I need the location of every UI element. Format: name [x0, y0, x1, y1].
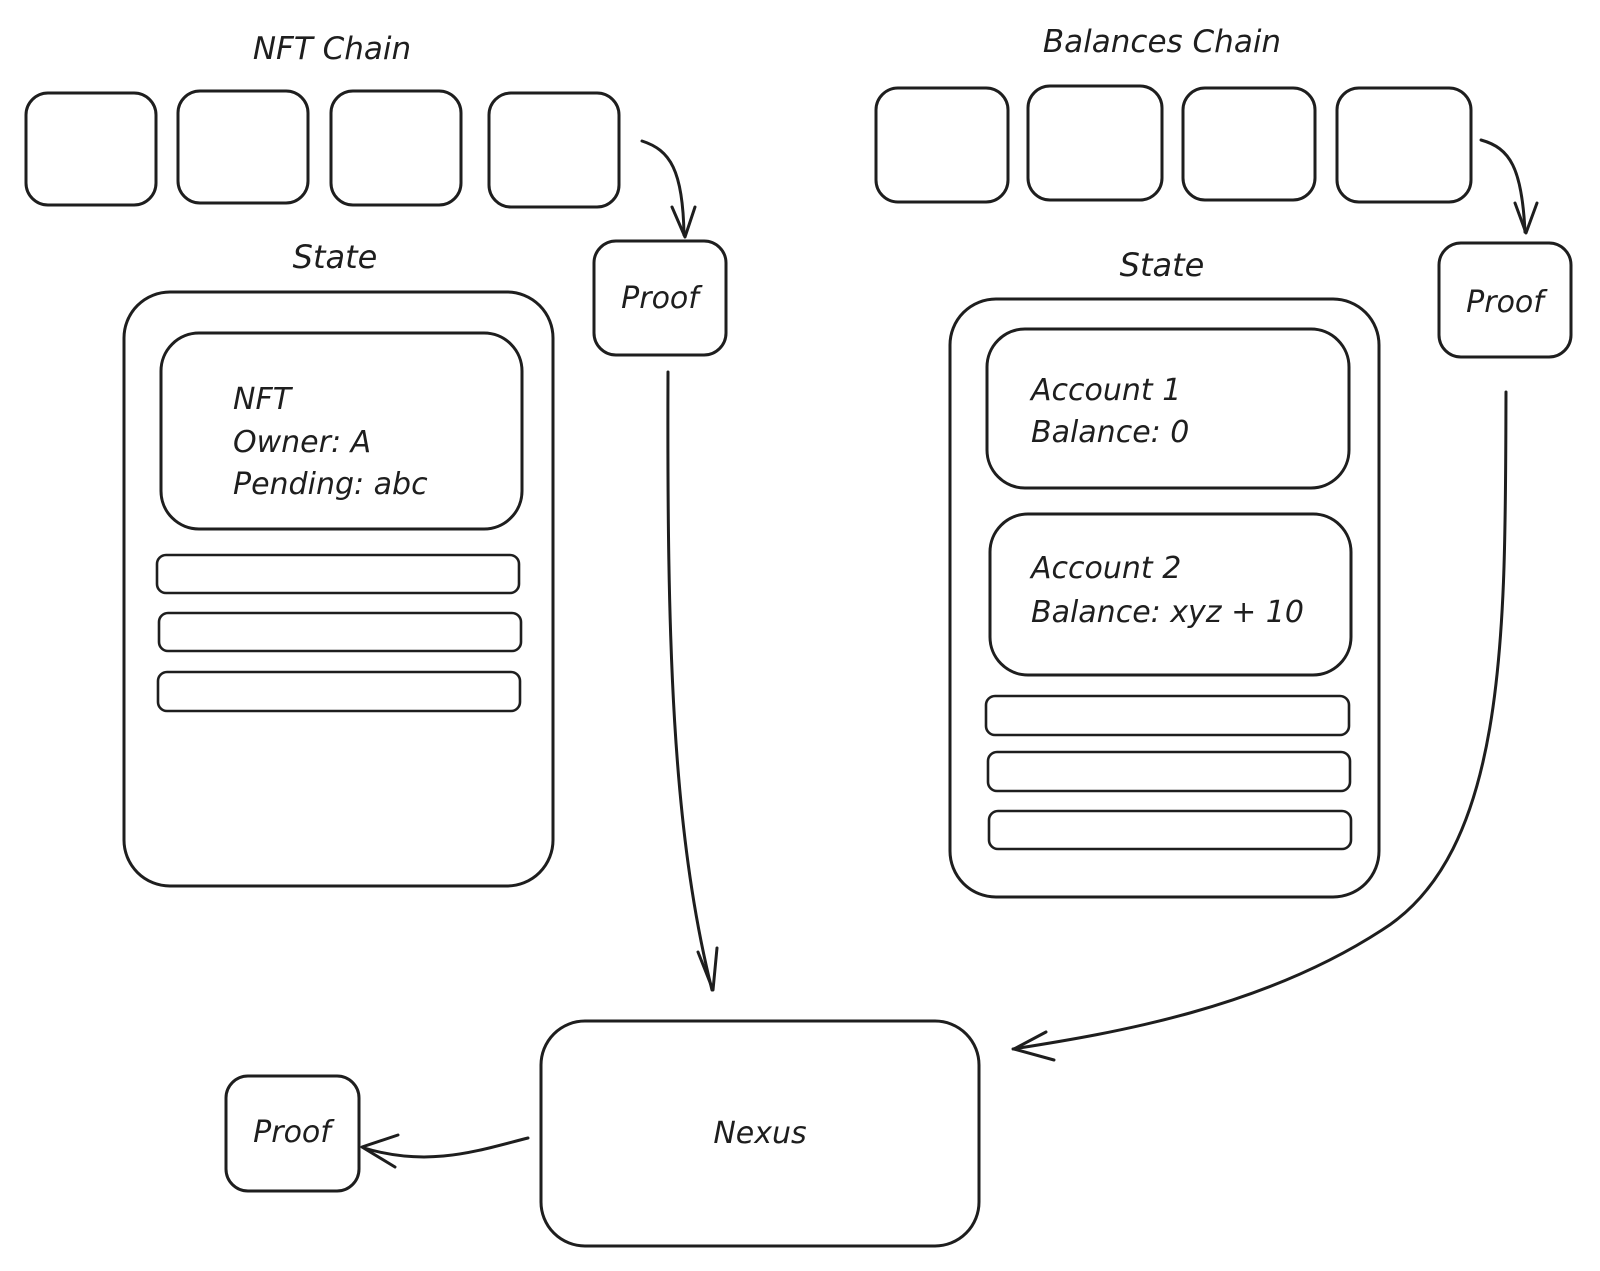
- balances-state-title: State: [1120, 246, 1205, 284]
- account-2-balance: Balance: xyz + 10: [1031, 595, 1304, 630]
- nexus-output-proof-rect: [224, 1074, 361, 1193]
- nft-block-1: [24, 91, 158, 207]
- nft-proof-label: Proof: [621, 281, 703, 316]
- nft-proof-box: Proof: [592, 239, 728, 357]
- nft-chain-to-proof-arrow: [640, 139, 697, 239]
- account-1-name: Account 1: [1029, 373, 1181, 408]
- nft-block-2: [176, 89, 310, 205]
- nexus-rect: [539, 1019, 981, 1248]
- nft-chain-blocks: [24, 89, 621, 209]
- balances-block-3: [1181, 86, 1317, 202]
- balances-state-row-2: [986, 750, 1352, 793]
- nft-state-row-3: [156, 670, 522, 713]
- nexus-output-proof-box: Proof: [224, 1074, 361, 1193]
- balances-proof-box: Proof: [1437, 241, 1573, 359]
- nft-state-title: State: [293, 238, 378, 276]
- balances-block-4: [1335, 86, 1473, 204]
- nft-card-name: NFT: [233, 382, 294, 417]
- nft-block-3: [329, 89, 463, 207]
- nft-state-row-2: [157, 611, 523, 653]
- nft-card: [159, 331, 524, 531]
- nexus-output-proof-label: Proof: [253, 1115, 335, 1150]
- account-2-name: Account 2: [1029, 551, 1181, 586]
- nft-state-panel: NFT Owner: A Pending: abc: [122, 290, 555, 888]
- nft-proof-to-nexus-arrow: [666, 370, 719, 992]
- balances-proof-to-nexus-arrow: [1011, 390, 1508, 1062]
- account-2-card: [988, 512, 1353, 677]
- balances-state-row-1: [984, 694, 1351, 737]
- balances-state-row-3: [987, 809, 1353, 851]
- account-1-balance: Balance: 0: [1031, 415, 1189, 450]
- balances-proof-rect: [1437, 241, 1573, 359]
- balances-chain-title: Balances Chain: [1043, 24, 1281, 60]
- balances-chain-to-proof-arrow: [1479, 138, 1539, 235]
- nft-state-row-1: [155, 553, 521, 595]
- nexus-label: Nexus: [713, 1116, 806, 1151]
- balances-state-panel: Account 1 Balance: 0 Account 2 Balance: …: [948, 297, 1381, 899]
- nft-proof-rect: [592, 239, 728, 357]
- nft-block-4: [487, 91, 621, 209]
- nft-card-pending: Pending: abc: [233, 467, 428, 502]
- balances-block-1: [874, 86, 1010, 204]
- balances-chain-blocks: [874, 84, 1473, 204]
- account-1-card: [985, 327, 1351, 490]
- nft-card-owner: Owner: A: [233, 425, 371, 460]
- nexus-to-proof-arrow: [360, 1133, 530, 1169]
- nexus-box: Nexus: [539, 1019, 981, 1248]
- balances-proof-label: Proof: [1466, 285, 1548, 320]
- nft-chain-title: NFT Chain: [253, 31, 411, 67]
- balances-block-2: [1026, 84, 1164, 202]
